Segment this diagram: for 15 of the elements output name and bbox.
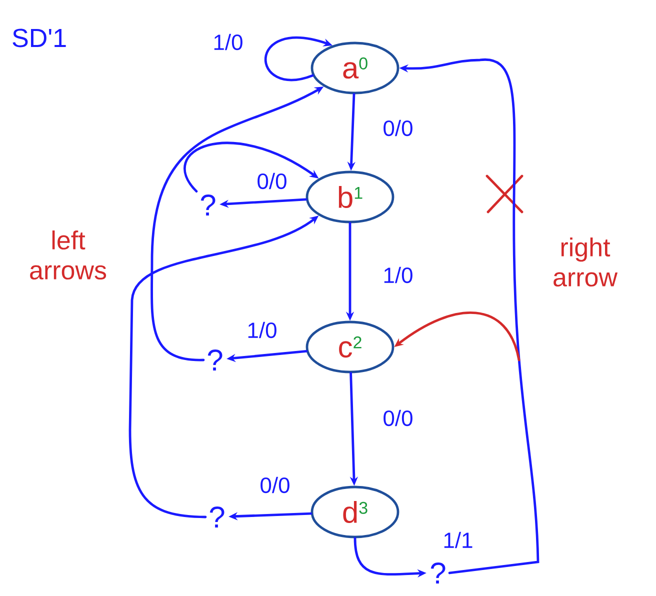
question-mark: ? [210,506,224,528]
edge-label: 0/0 [258,172,286,190]
edge-label: 1/0 [384,266,412,284]
edge-label: 1/0 [248,322,276,338]
note: left arrows [30,230,106,280]
title: SD'1 [12,28,66,48]
question-mark: ? [430,562,446,584]
edge-label: 1/1 [444,532,472,548]
question-mark: ? [200,194,216,216]
edge-label: 1/0 [214,34,242,50]
edge-label: 0/0 [384,120,412,136]
edge-label: 0/0 [260,476,290,494]
note: right arrow [554,237,618,287]
question-mark: ? [208,350,222,370]
edge-label: 0/0 [384,410,412,426]
